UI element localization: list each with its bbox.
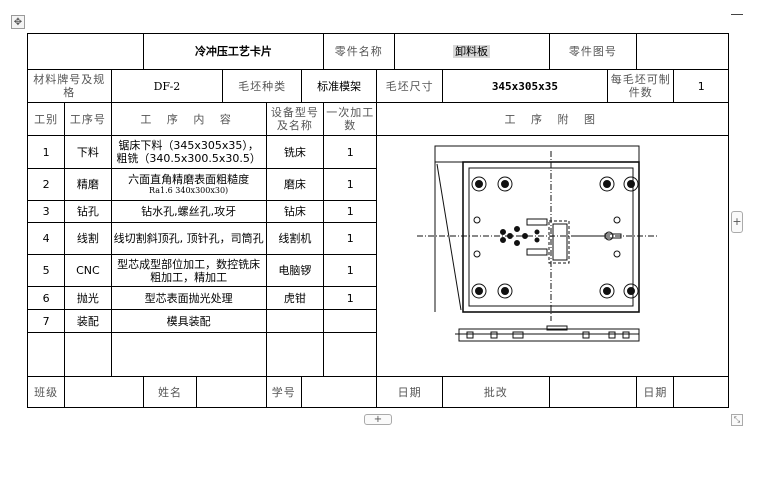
empty-cell[interactable] bbox=[323, 332, 378, 377]
step-equipment[interactable]: 铣床 bbox=[265, 135, 325, 169]
step-op[interactable]: 线割 bbox=[64, 222, 112, 255]
corner-mark bbox=[731, 14, 743, 15]
table-row: 4 线割 线切割斜顶孔, 顶针孔，司筒孔 线割机 1 bbox=[26, 222, 729, 255]
footer-row: 班级 姓名 学号 日期 批改 日期 bbox=[26, 376, 729, 408]
title-spacer bbox=[27, 33, 144, 70]
per-blank-value[interactable]: 1 bbox=[673, 69, 729, 103]
add-column-icon[interactable]: + bbox=[731, 211, 743, 233]
resize-icon[interactable]: ⤡ bbox=[731, 414, 743, 426]
step-qty[interactable]: 1 bbox=[323, 135, 378, 169]
blank-size-label: 毛坯尺寸 bbox=[376, 69, 443, 103]
step-no[interactable]: 3 bbox=[26, 200, 66, 223]
step-no[interactable]: 5 bbox=[26, 254, 66, 287]
table-row: 1 下料 锯床下料（345x305x35），粗铣（340.5x300.5x30.… bbox=[26, 135, 729, 377]
header-op: 工序号 bbox=[64, 102, 112, 136]
step-equipment[interactable]: 线割机 bbox=[265, 222, 325, 255]
review-value[interactable] bbox=[548, 376, 638, 408]
class-label: 班级 bbox=[26, 376, 66, 408]
step-content[interactable]: 模具装配 bbox=[110, 309, 267, 333]
review-label: 批改 bbox=[441, 376, 550, 408]
drawing-no-label: 零件图号 bbox=[548, 33, 638, 70]
process-drawing bbox=[417, 145, 658, 342]
step-qty[interactable] bbox=[323, 309, 378, 333]
step-equipment[interactable]: 虎钳 bbox=[265, 286, 325, 310]
step-qty[interactable]: 1 bbox=[323, 222, 378, 255]
step-equipment[interactable]: 磨床 bbox=[265, 168, 325, 201]
step-op[interactable]: 精磨 bbox=[64, 168, 112, 201]
student-no-label: 学号 bbox=[265, 376, 302, 408]
add-row-icon[interactable]: + bbox=[364, 414, 392, 425]
step-content[interactable]: 锯床下料（345x305x35），粗铣（340.5x300.5x30.5） bbox=[110, 135, 267, 169]
step-content[interactable]: 线切割斜顶孔, 顶针孔，司筒孔 bbox=[110, 222, 267, 255]
table-move-handle-icon[interactable]: ✥ bbox=[11, 15, 25, 29]
drawing-no-value[interactable] bbox=[636, 33, 729, 70]
empty-cell[interactable] bbox=[64, 332, 112, 377]
material-label: 材料牌号及规格 bbox=[27, 69, 112, 103]
header-qty: 一次加工数 bbox=[323, 102, 378, 136]
card-title: 冷冲压工艺卡片 bbox=[142, 33, 325, 70]
student-no-value[interactable] bbox=[300, 376, 378, 408]
table-row: 5 CNC 型芯成型部位加工，数控铣床粗加工，精加工 电脑锣 1 bbox=[26, 254, 729, 287]
name-value[interactable] bbox=[196, 376, 267, 408]
table-row: 6 抛光 型芯表面抛光处理 虎钳 1 bbox=[26, 286, 729, 310]
empty-cell[interactable] bbox=[26, 332, 66, 377]
part-name-label: 零件名称 bbox=[323, 33, 395, 70]
empty-cell[interactable] bbox=[110, 332, 267, 377]
step-no[interactable]: 4 bbox=[26, 222, 66, 255]
step-content: 六面直角精磨表面粗糙度 bbox=[128, 173, 250, 186]
step-content[interactable]: 钻水孔,螺丝孔,攻牙 bbox=[110, 200, 267, 223]
step-content[interactable]: 型芯表面抛光处理 bbox=[110, 286, 267, 310]
header-content: 工 序 内 容 bbox=[110, 102, 267, 136]
step-op[interactable]: 抛光 bbox=[64, 286, 112, 310]
step-no[interactable]: 7 bbox=[26, 309, 66, 333]
header-drawing: 工 序 附 图 bbox=[376, 102, 729, 136]
blank-size-value[interactable]: 345x305x35 bbox=[441, 69, 609, 103]
step-content-sub: Ra1.6 340x300x30) bbox=[149, 186, 229, 195]
top-flange bbox=[434, 145, 640, 163]
header-step: 工别 bbox=[26, 102, 66, 136]
step-op[interactable]: 装配 bbox=[64, 309, 112, 333]
per-blank-label: 每毛坯可制件数 bbox=[606, 69, 675, 103]
blank-type-value[interactable]: 标准模架 bbox=[300, 69, 378, 103]
step-no[interactable]: 1 bbox=[26, 135, 66, 169]
date-label: 日期 bbox=[376, 376, 443, 408]
step-equipment[interactable]: 电脑锣 bbox=[265, 254, 325, 287]
part-name-cell[interactable]: 卸料板 bbox=[393, 33, 550, 70]
date2-label: 日期 bbox=[636, 376, 675, 408]
step-equipment[interactable]: 钻床 bbox=[265, 200, 325, 223]
empty-cell[interactable] bbox=[265, 332, 325, 377]
step-qty[interactable]: 1 bbox=[323, 200, 378, 223]
material-value[interactable]: DF-2 bbox=[110, 69, 224, 103]
step-no[interactable]: 2 bbox=[26, 168, 66, 201]
part-name-value: 卸料板 bbox=[453, 45, 491, 58]
name-label: 姓名 bbox=[142, 376, 198, 408]
step-content[interactable]: 型芯成型部位加工，数控铣床粗加工，精加工 bbox=[110, 254, 267, 287]
step-no[interactable]: 6 bbox=[26, 286, 66, 310]
table-row bbox=[26, 332, 729, 377]
header-equipment: 设备型号及名称 bbox=[265, 102, 325, 136]
date2-value[interactable] bbox=[673, 376, 729, 408]
step-op[interactable]: 下料 bbox=[64, 135, 112, 169]
blank-type-label: 毛坯种类 bbox=[222, 69, 302, 103]
step-equipment[interactable] bbox=[265, 309, 325, 333]
step-qty[interactable]: 1 bbox=[323, 286, 378, 310]
class-value[interactable] bbox=[64, 376, 144, 408]
step-qty[interactable]: 1 bbox=[323, 168, 378, 201]
step-op[interactable]: CNC bbox=[64, 254, 112, 287]
step-op[interactable]: 钻孔 bbox=[64, 200, 112, 223]
process-card-table: 冷冲压工艺卡片 零件名称 卸料板 零件图号 材料牌号及规格 DF-2 毛坯种类 … bbox=[26, 33, 729, 408]
step-qty[interactable]: 1 bbox=[323, 254, 378, 287]
process-drawing-cell bbox=[376, 135, 729, 377]
